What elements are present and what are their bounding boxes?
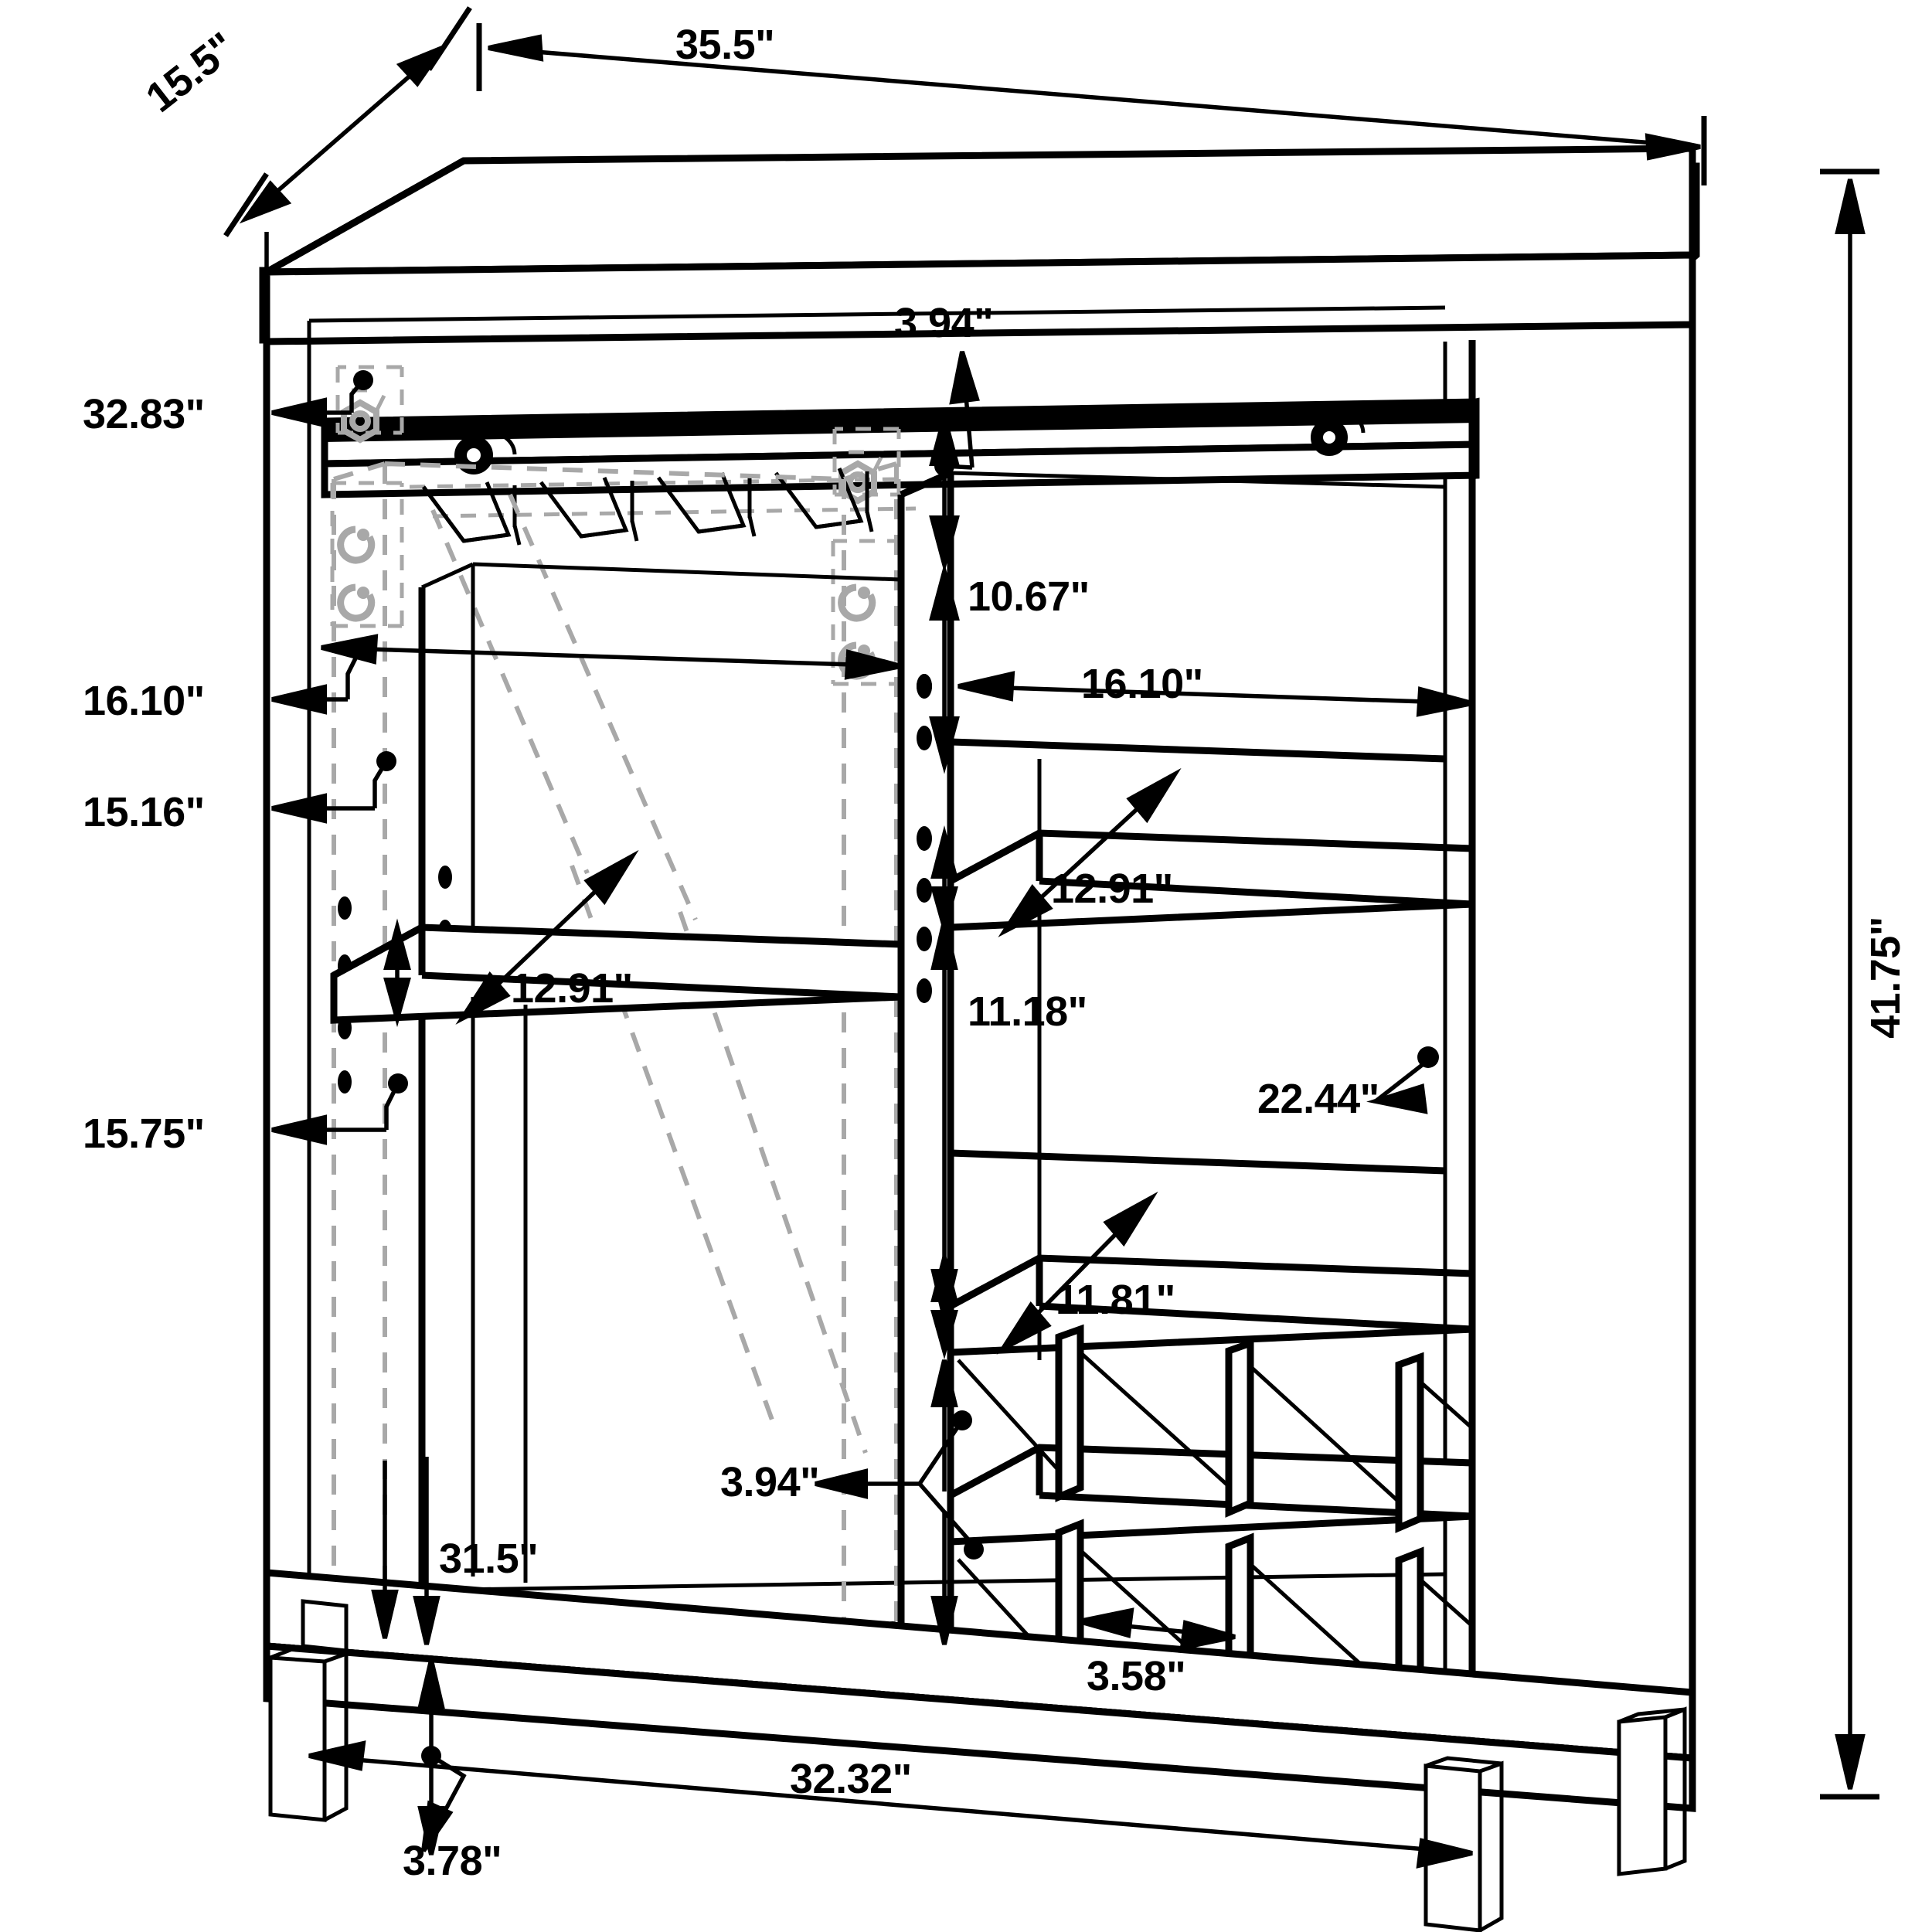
dim-width-overall [476, 23, 1707, 185]
dim-left-shelf-depth [383, 849, 639, 1028]
label-depth-overall: 15.5" [138, 24, 244, 121]
dim-right-side-height [1366, 703, 1475, 1626]
stemware-holder [630, 472, 747, 542]
dim-right-shelf-width [917, 671, 1473, 717]
dim-right-shelf-depth [930, 767, 1182, 937]
dim-left-panel-height [271, 751, 396, 824]
label-left-lower-height: 15.75" [83, 1111, 205, 1157]
top-panel [259, 145, 1700, 345]
stemware-holder [747, 468, 864, 537]
right-side-panel [1443, 325, 1696, 1717]
dim-wine-cell-width [1078, 1607, 1236, 1651]
stemware-rack [409, 468, 917, 546]
dim-left-lower-height [271, 1073, 408, 1145]
label-door-panel-height: 31.5" [439, 1536, 538, 1582]
dim-leg-height [417, 1659, 467, 1855]
label-width-overall: 35.5" [675, 22, 774, 68]
left-lower-compartment [420, 997, 528, 1592]
dim-upper-opening [929, 563, 960, 774]
dim-wine-shelf-depth [930, 1191, 1158, 1360]
label-right-shelf-depth: 12.91" [1051, 866, 1173, 912]
leg [1617, 1706, 1687, 1876]
label-leg-height: 3.78" [403, 1838, 502, 1884]
stemware-holder [421, 481, 512, 543]
dim-left-shelf-width [271, 634, 902, 715]
label-right-shelf-width: 16.10" [1081, 661, 1203, 707]
shelf-pin-holes [917, 674, 932, 1003]
label-right-side-height: 22.44" [1257, 1076, 1379, 1122]
legs [268, 1599, 1687, 1932]
label-wine-shelf-depth: 11.81" [1056, 1277, 1175, 1323]
label-base-width: 32.32" [790, 1756, 912, 1802]
label-left-shelf-width: 16.10" [83, 678, 205, 724]
leg [268, 1647, 349, 1822]
label-toe-gap: 3.94" [720, 1459, 819, 1505]
dim-door-panel-height [371, 1457, 440, 1645]
sliding-door-panel-ghost [332, 461, 903, 1655]
dim-toe-gap [815, 1359, 984, 1645]
label-stemware-drop: 3.94" [894, 300, 993, 346]
right-upper-shelf [947, 738, 1476, 931]
label-height-overall: 41.75" [1862, 917, 1909, 1039]
dim-base-width [308, 1740, 1473, 1869]
dim-depth-overall [223, 6, 472, 237]
label-door-track-height: 32.83" [83, 391, 205, 437]
left-side-panel [263, 321, 311, 1594]
wine-divider [1055, 1324, 1084, 1502]
door-roller-hardware [454, 409, 1366, 474]
leg [301, 1599, 349, 1653]
dim-stemware-drop [929, 351, 980, 573]
dim-door-track [264, 232, 373, 1573]
label-mid-opening-height: 11.18" [968, 988, 1087, 1035]
label-upper-opening: 10.67" [968, 573, 1090, 620]
stemware-holder [865, 471, 874, 532]
label-wine-cell-width: 3.58" [1087, 1653, 1185, 1699]
label-left-panel-height: 15.16" [83, 789, 205, 835]
dim-height-overall [1820, 168, 1879, 1800]
right-compartment [950, 471, 1446, 489]
label-left-shelf-depth: 12.91" [511, 965, 633, 1012]
dimension-labels: 15.5" 35.5" 41.75" 32.83" 3.94" 10.67" 1… [83, 22, 1909, 1884]
wine-divider [1395, 1352, 1424, 1533]
wine-divider [1225, 1338, 1254, 1518]
ghost-bracket-left [330, 481, 404, 628]
right-compartment-edges [1037, 487, 1447, 1574]
base-plinth [263, 1567, 1696, 1812]
